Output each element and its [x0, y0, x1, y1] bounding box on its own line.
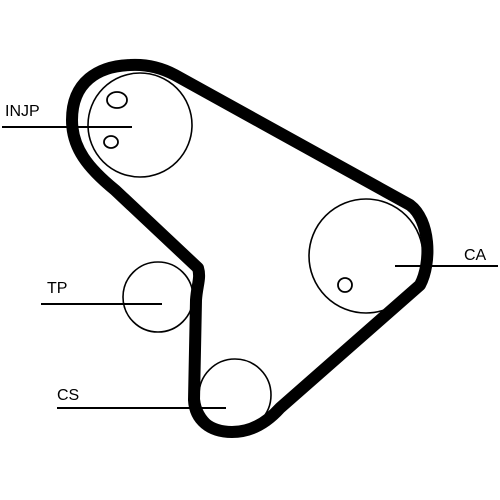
crankshaft-label: CS — [57, 387, 79, 404]
camshaft-label: CA — [464, 247, 487, 264]
tensioner-pulley-callout: TP — [41, 280, 162, 305]
tensioner-pulley — [122, 261, 194, 333]
injection-pump-hole-upper — [106, 91, 128, 109]
camshaft-hole — [337, 277, 353, 293]
injection-pump-pulley — [87, 72, 193, 178]
injection-pump-hole-lower — [103, 135, 119, 149]
crankshaft-callout: CS — [57, 387, 226, 409]
injection-pump-callout: INJP — [2, 103, 132, 128]
camshaft-callout: CA — [395, 247, 498, 267]
injection-pump-label: INJP — [5, 103, 40, 120]
timing-belt — [66, 58, 434, 438]
tensioner-pulley-label: TP — [47, 280, 67, 297]
